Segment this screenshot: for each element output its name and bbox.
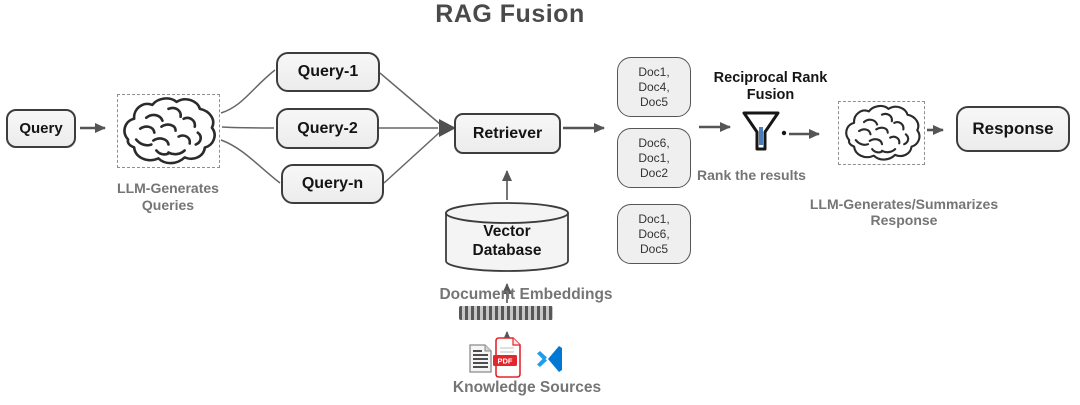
llm-generates-queries-caption: LLM-Generates Queries bbox=[117, 180, 219, 213]
query-n-node: Query-n bbox=[281, 164, 384, 204]
llm-dashed-frame bbox=[117, 94, 220, 168]
retriever-node: Retriever bbox=[454, 113, 561, 154]
converge-arrowhead bbox=[439, 119, 456, 137]
query-1-node: Query-1 bbox=[276, 52, 380, 92]
pdf-label: PDF bbox=[498, 357, 513, 366]
barcode-icon bbox=[459, 306, 553, 320]
vector-database-label: Vector Database bbox=[472, 223, 542, 259]
response-node: Response bbox=[956, 106, 1070, 152]
rank-the-results-caption: Rank the results bbox=[697, 167, 806, 183]
reciprocal-rank-fusion-caption: Reciprocal Rank Fusion bbox=[713, 70, 828, 103]
llm-dashed-frame bbox=[838, 101, 925, 165]
converge-lines bbox=[379, 72, 441, 184]
document-embeddings-caption: Document Embeddings bbox=[439, 286, 613, 303]
doc-result-box: Doc1, Doc4, Doc5 bbox=[617, 57, 691, 117]
diagram-title: RAG Fusion bbox=[435, 0, 585, 28]
database-cylinder-icon bbox=[445, 202, 569, 272]
vscode-icon bbox=[537, 346, 562, 372]
query-2-node: Query-2 bbox=[276, 108, 379, 149]
document-icon bbox=[469, 344, 492, 373]
llm-generates-response-caption: LLM-Generates/Summarizes Response bbox=[809, 196, 999, 228]
doc-result-box: Doc1, Doc6, Doc5 bbox=[617, 204, 691, 264]
funnel-icon bbox=[742, 111, 787, 151]
query-node: Query bbox=[6, 109, 76, 148]
knowledge-sources-caption: Knowledge Sources bbox=[452, 379, 602, 396]
doc-result-box: Doc6, Doc1, Doc2 bbox=[617, 128, 691, 188]
pdf-file-icon: PDF bbox=[493, 337, 521, 378]
flow-arrows bbox=[80, 122, 944, 139]
fanout-lines bbox=[220, 69, 281, 184]
